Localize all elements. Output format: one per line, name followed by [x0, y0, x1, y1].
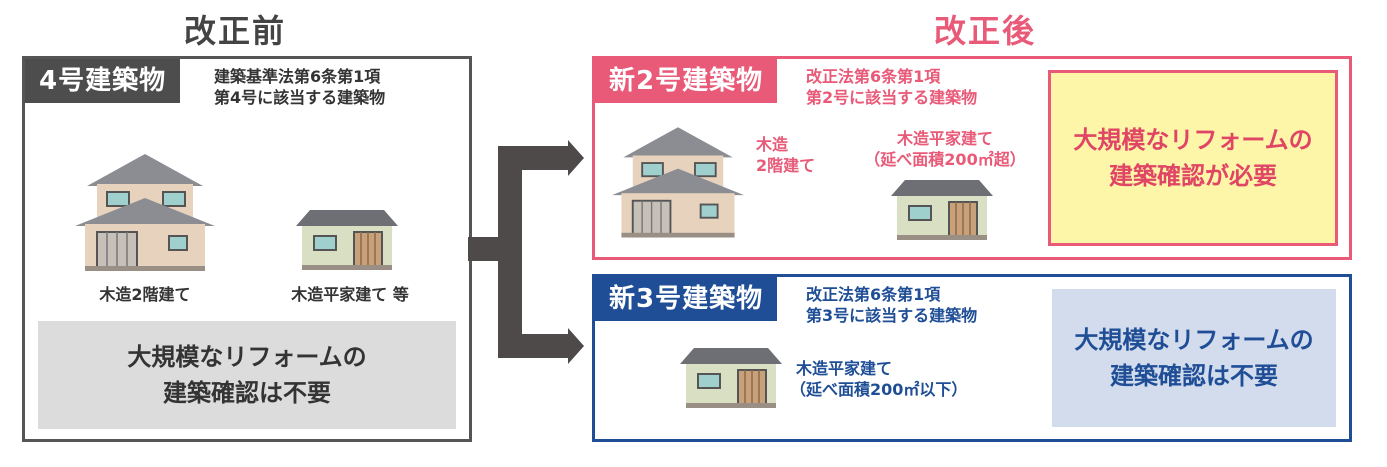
new2-tag: 新2号建築物	[595, 59, 778, 103]
new2-house2-label-line1: 木造平家建て	[896, 129, 993, 148]
branch-arrow	[468, 140, 584, 364]
new3-house-label-line2: （延べ面積200㎡以下）	[790, 380, 968, 399]
new2-house1-label-line2: 2階建て	[756, 156, 816, 175]
before-ref-line2: 第4号に該当する建築物	[214, 88, 386, 107]
new2-message-line1: 大規模なリフォームの	[1073, 126, 1313, 154]
new3-house-label-line1: 木造平家建て	[796, 359, 893, 378]
new2-ref-line1: 改正法第6条第1項	[806, 67, 941, 86]
new3-tag: 新3号建築物	[595, 277, 778, 321]
before-house2-label: 木造平家建て 等	[291, 285, 409, 304]
after-heading: 改正後	[933, 12, 1036, 50]
new2-message-box: 大規模なリフォームの 建築確認が必要	[1048, 70, 1338, 246]
new2-ref-line2: 第2号に該当する建築物	[806, 88, 978, 107]
before-message-box: 大規模なリフォームの 建築確認は不要	[38, 321, 456, 429]
two-story-house-icon	[75, 154, 215, 271]
new3-message-line2: 建築確認は不要	[1110, 362, 1278, 390]
before-message-line1: 大規模なリフォームの	[127, 343, 367, 371]
before-message-line2: 建築確認は不要	[163, 379, 331, 407]
new3-ref-line1: 改正法第6条第1項	[806, 285, 941, 304]
before-house1-label: 木造2階建て	[99, 285, 191, 304]
two-story-house-icon	[612, 127, 744, 238]
before-heading: 改正前	[183, 12, 286, 50]
one-story-house-icon	[296, 210, 398, 270]
one-story-house-icon	[891, 180, 993, 240]
new2-house1-label-line1: 木造	[756, 135, 789, 154]
before-tag: 4号建築物	[25, 59, 181, 103]
new3-ref-line2: 第3号に該当する建築物	[806, 306, 978, 325]
new2-house2-label-line2: （延べ面積200㎡超）	[864, 150, 1026, 169]
new2-message-line2: 建築確認が必要	[1109, 162, 1277, 190]
new3-message-box: 大規模なリフォームの 建築確認は不要	[1052, 289, 1336, 427]
before-ref-line1: 建築基準法第6条第1項	[214, 67, 381, 86]
new3-message-line1: 大規模なリフォームの	[1074, 326, 1314, 354]
one-story-house-icon	[680, 348, 782, 408]
